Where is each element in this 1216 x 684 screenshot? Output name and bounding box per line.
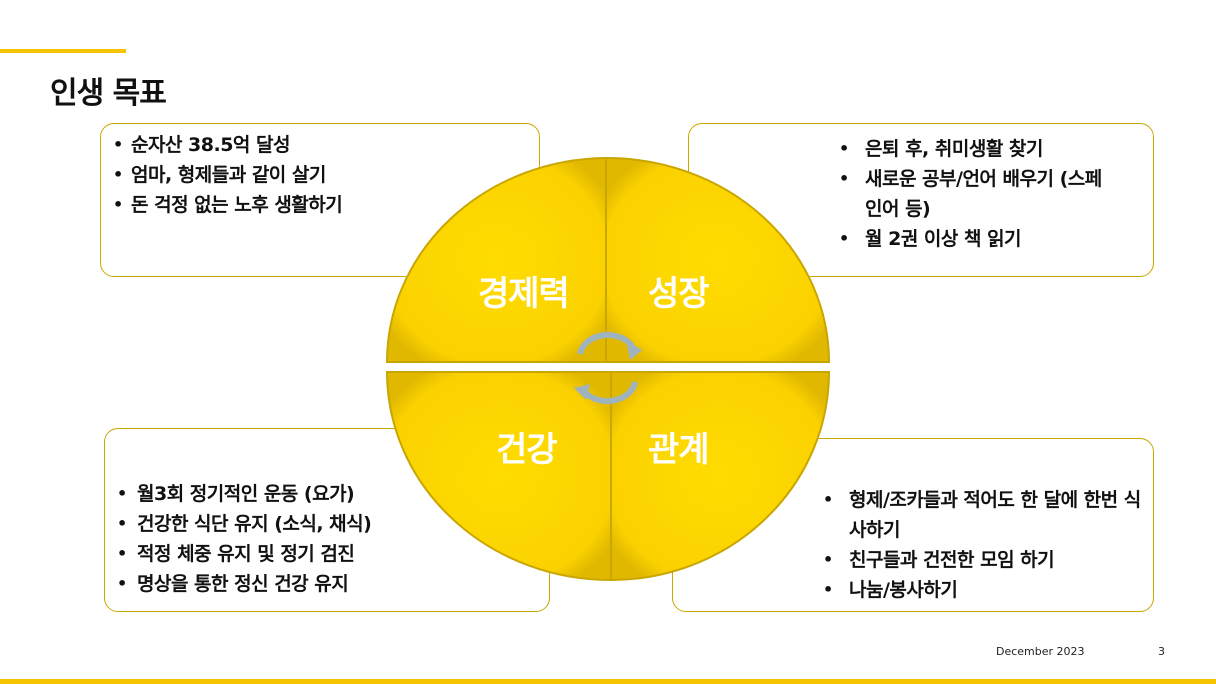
list-item: 순자산 38.5억 달성 (113, 130, 527, 160)
list-item: 나눔/봉사하기 (823, 575, 1153, 605)
quadrant-label-economy: 경제력 (478, 274, 570, 314)
list-item: 형제/조카들과 적어도 한 달에 한번 식사하기 (823, 485, 1149, 545)
quadrant-label-growth: 성장 (648, 274, 710, 314)
accent-line-top (0, 49, 126, 53)
cycle-diagram (385, 156, 831, 582)
list-item: 친구들과 건전한 모임 하기 (823, 545, 1153, 575)
page-number: 3 (1158, 645, 1165, 658)
list-item: 돈 걱정 없는 노후 생활하기 (113, 190, 527, 220)
quadrant-economy (385, 156, 607, 363)
quadrant-label-health: 건강 (496, 430, 558, 470)
list-item: 엄마, 형제들과 같이 살기 (113, 160, 527, 190)
arrow-head-icon (574, 384, 590, 400)
list-item: 명상을 통한 정신 건강 유지 (117, 569, 539, 599)
arrow-head-icon (626, 340, 642, 360)
page-title: 인생 목표 (50, 76, 167, 111)
economy-goals-box: 순자산 38.5억 달성 엄마, 형제들과 같이 살기 돈 걱정 없는 노후 생… (100, 123, 540, 277)
quadrant-health (385, 371, 612, 582)
list-item: 새로운 공부/언어 배우기 (스페인어 등) (839, 164, 1105, 224)
footer-date: December 2023 (996, 645, 1085, 658)
list-item: 월 2권 이상 책 읽기 (839, 224, 1153, 254)
list-item: 건강한 식단 유지 (소식, 채식) (117, 509, 539, 539)
quadrant-label-relations: 관계 (648, 430, 710, 470)
list-item: 은퇴 후, 취미생활 찾기 (839, 134, 1153, 164)
accent-line-bottom (0, 679, 1216, 684)
quadrant-growth (605, 156, 831, 363)
quadrant-relations (610, 371, 831, 582)
list-item: 적정 체중 유지 및 정기 검진 (117, 539, 539, 569)
list-item: 월3회 정기적인 운동 (요가) (117, 479, 539, 509)
